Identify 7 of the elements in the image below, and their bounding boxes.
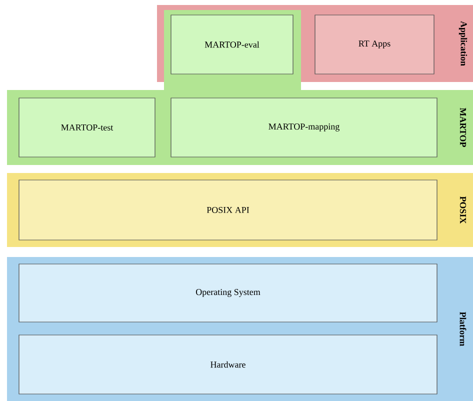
component-box: Hardware bbox=[18, 334, 438, 394]
component-box: RT Apps bbox=[314, 14, 434, 74]
component-box: MARTOP-test bbox=[18, 98, 156, 158]
component-box: MARTOP-eval bbox=[170, 14, 294, 74]
component-box: MARTOP-mapping bbox=[170, 98, 438, 158]
component-box: POSIX API bbox=[18, 180, 438, 240]
component-box: Operating System bbox=[18, 264, 438, 322]
